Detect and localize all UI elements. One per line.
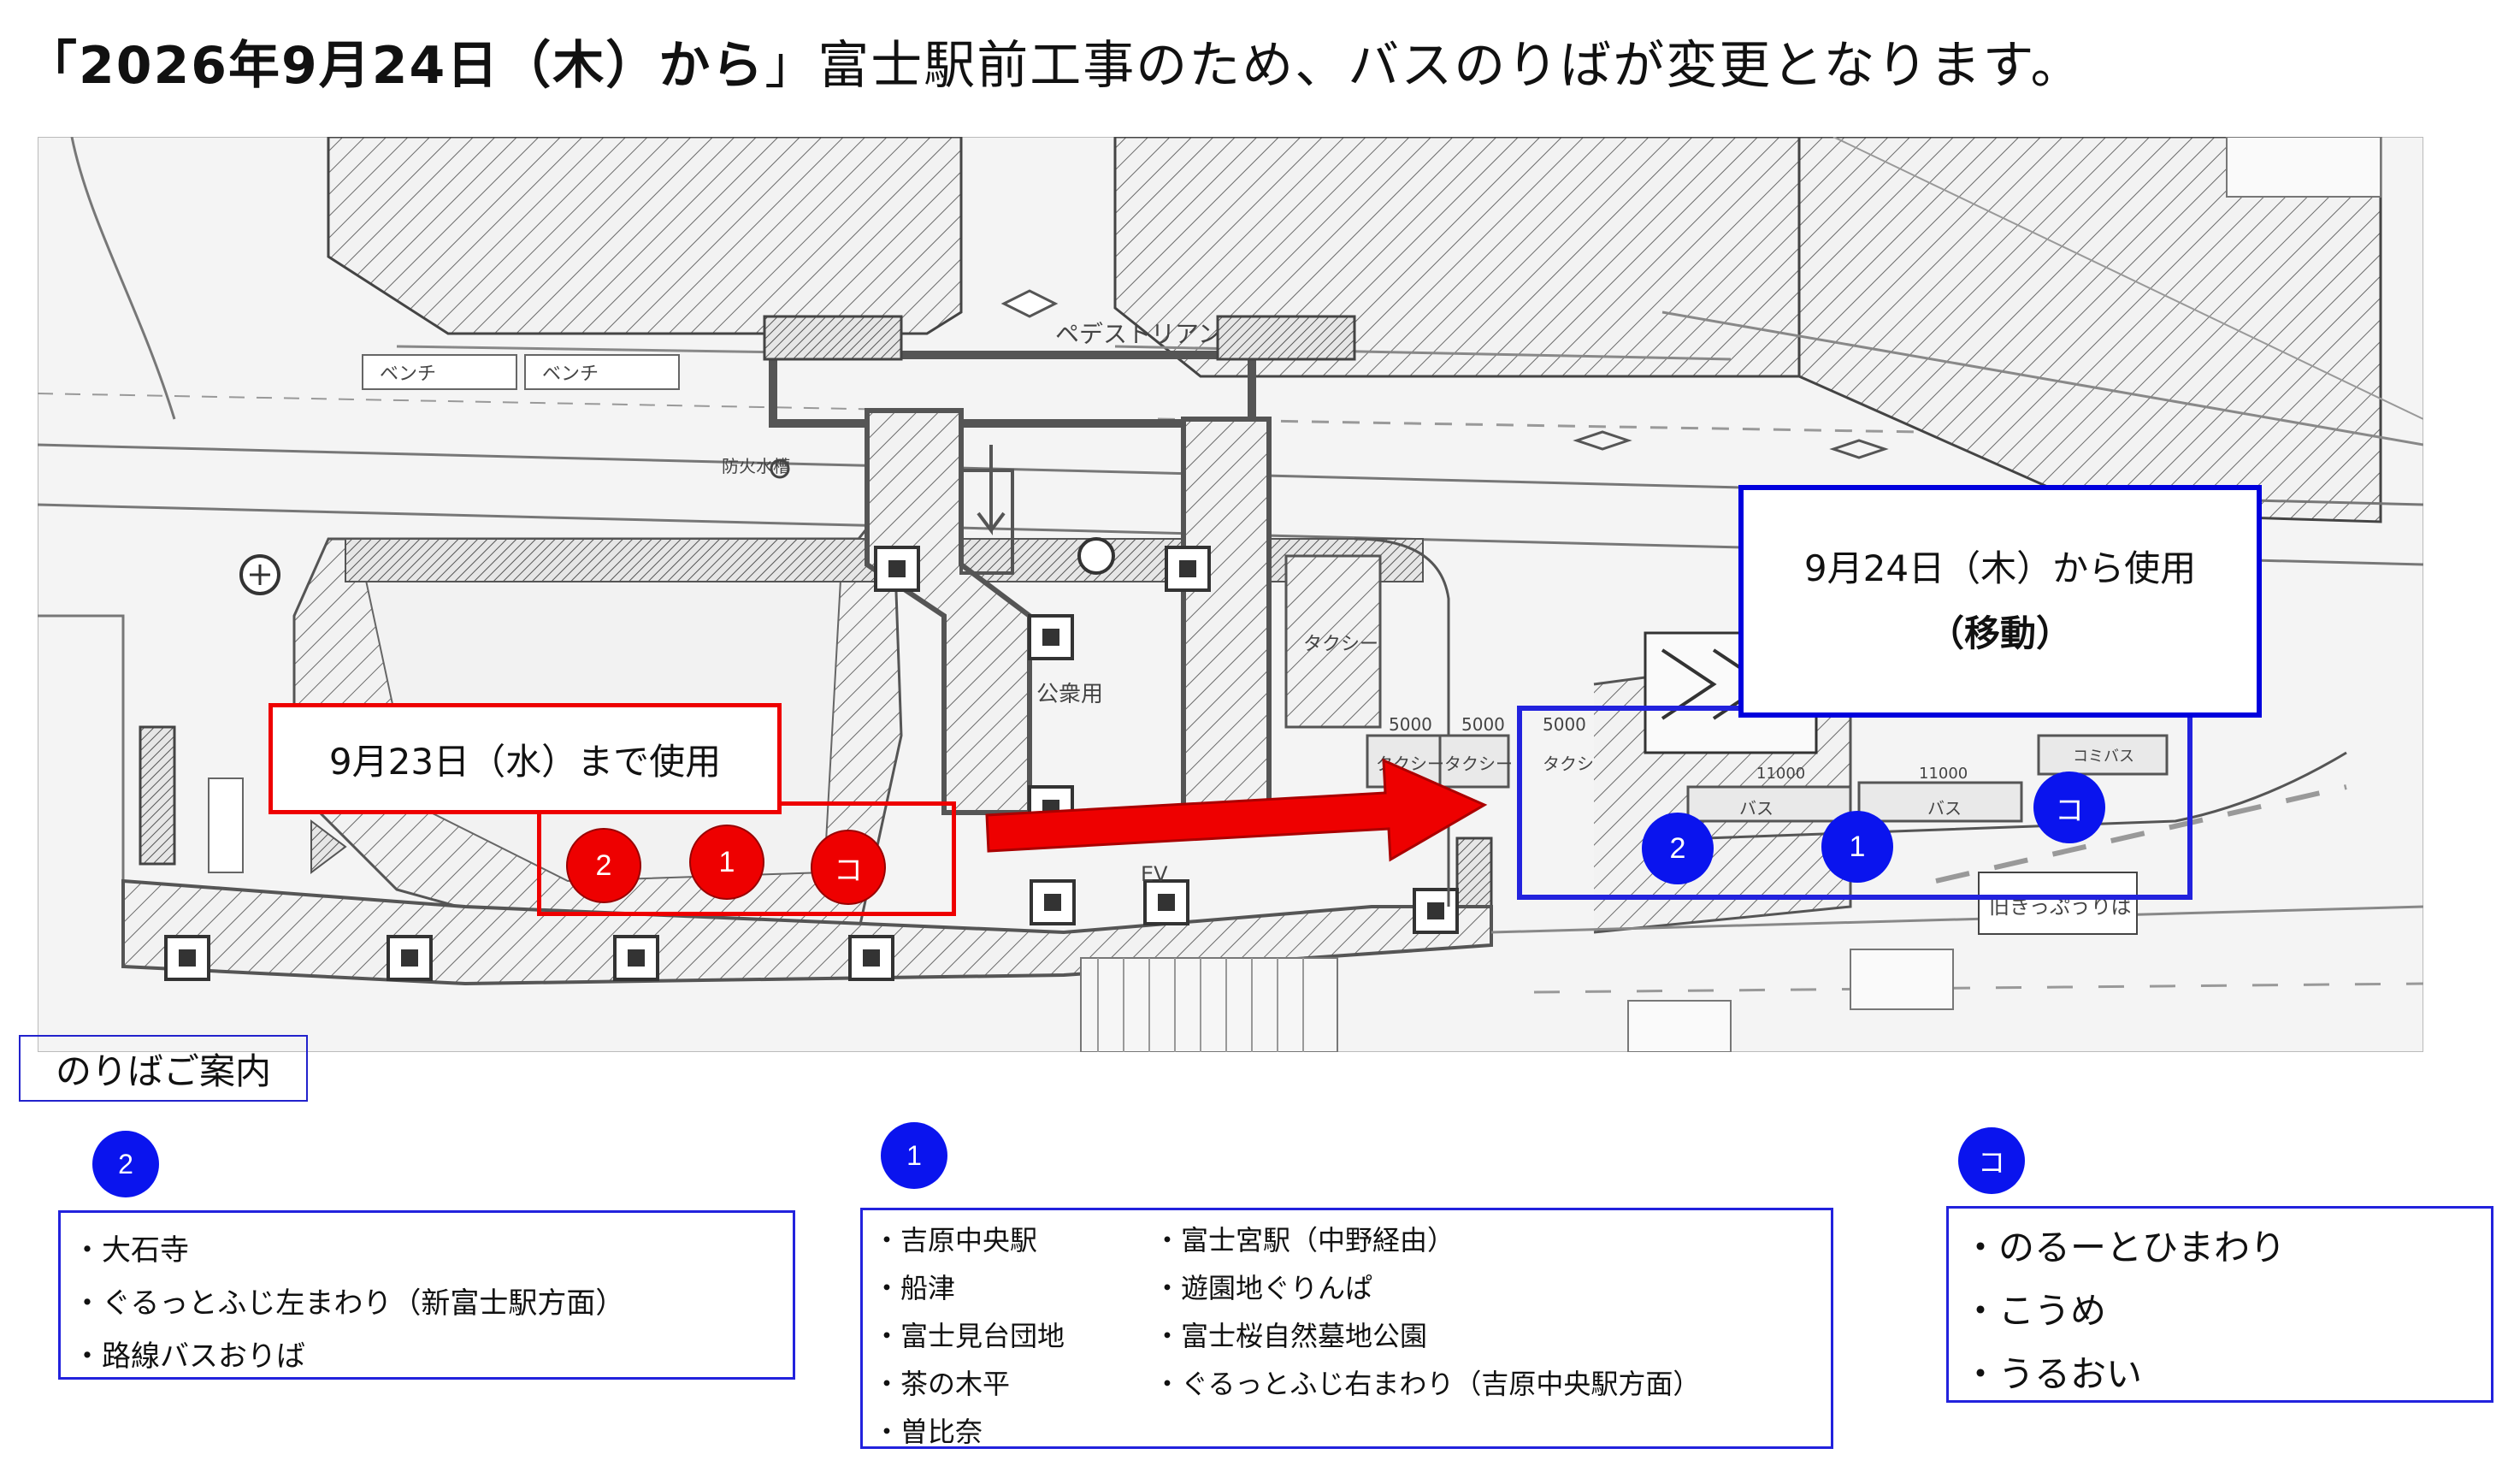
old-stop-community: コ <box>811 830 886 905</box>
stop-2-destinations: ・大石寺 ・ぐるっとふじ左まわり（新富士駅方面） ・路線バスおりば <box>58 1210 795 1380</box>
svg-text:EV: EV <box>1141 862 1168 886</box>
legend-badge-1: 1 <box>881 1122 947 1189</box>
svg-text:バス: バス <box>1739 798 1773 819</box>
move-arrow <box>985 758 1488 862</box>
old-usage-label: 9月23日（水）まで使用 <box>269 703 782 814</box>
new-stop-1: 1 <box>1821 811 1893 883</box>
list-item: ・ぐるっとふじ左まわり（新富士駅方面） <box>73 1286 625 1321</box>
list-item: ・富士桜自然墓地公園 <box>1154 1320 1428 1352</box>
building-top-left <box>327 137 963 335</box>
list-item: ・のるーとひまわり <box>1962 1227 2287 1268</box>
list-item: ・遊園地ぐりんぱ <box>1154 1272 1373 1304</box>
old-stop-1: 1 <box>689 825 764 900</box>
svg-text:11000: 11000 <box>1756 765 1805 783</box>
list-item: ・うるおい <box>1962 1353 2143 1395</box>
svg-text:タクシー: タクシー <box>1444 754 1513 774</box>
svg-text:11000: 11000 <box>1919 765 1968 783</box>
list-item: ・富士宮駅（中野経由） <box>1154 1224 1455 1256</box>
stop-1-destinations: ・吉原中央駅 ・船津 ・富士見台団地 ・茶の木平 ・曽比奈 ・富士宮駅（中野経由… <box>860 1208 1833 1449</box>
list-item: ・富士見台団地 <box>873 1320 1065 1352</box>
page-title: 「2026年9月24日（木）から」富士駅前工事のため、バスのりばが変更となります… <box>26 24 2083 98</box>
legend-badge-community: コ <box>1958 1127 2025 1194</box>
svg-text:5000: 5000 <box>1461 714 1505 735</box>
list-item: ・吉原中央駅 <box>873 1224 1038 1256</box>
list-item: ・曽比奈 <box>873 1416 983 1448</box>
deck-horizontal <box>769 351 1256 428</box>
svg-text:5000: 5000 <box>1543 714 1586 735</box>
list-item: ・路線バスおりば <box>73 1339 305 1374</box>
list-item: ・こうめ <box>1962 1290 2107 1332</box>
boarding-guide-label: のりばご案内 <box>19 1035 308 1102</box>
svg-text:ベンチ: ベンチ <box>542 364 599 385</box>
legend-badge-2: 2 <box>92 1131 159 1197</box>
list-item: ・茶の木平 <box>873 1368 1011 1400</box>
new-stop-community: コ <box>2033 772 2105 843</box>
svg-text:タクシー: タクシー <box>1303 634 1378 655</box>
new-stop-2: 2 <box>1642 813 1714 884</box>
list-item: ・大石寺 <box>73 1233 189 1268</box>
svg-text:ベンチ: ベンチ <box>380 364 436 385</box>
list-item: ・船津 <box>873 1272 956 1304</box>
svg-text:5000: 5000 <box>1389 714 1432 735</box>
old-stop-2: 2 <box>566 828 641 903</box>
title-rest: 」富士駅前工事のため、バスのりばが変更となります。 <box>764 36 2084 96</box>
new-usage-label: 9月24日（木）から使用 （移動） <box>1738 485 2262 718</box>
community-stop-destinations: ・のるーとひまわり ・こうめ ・うるおい <box>1946 1206 2493 1403</box>
svg-text:コミバス: コミバス <box>2073 748 2134 766</box>
svg-text:公衆用: 公衆用 <box>1036 682 1103 707</box>
list-item: ・ぐるっとふじ右まわり（吉原中央駅方面） <box>1154 1368 1701 1400</box>
svg-text:バス: バス <box>1927 798 1962 819</box>
title-date: 「2026年9月24日（木）から <box>26 36 765 96</box>
